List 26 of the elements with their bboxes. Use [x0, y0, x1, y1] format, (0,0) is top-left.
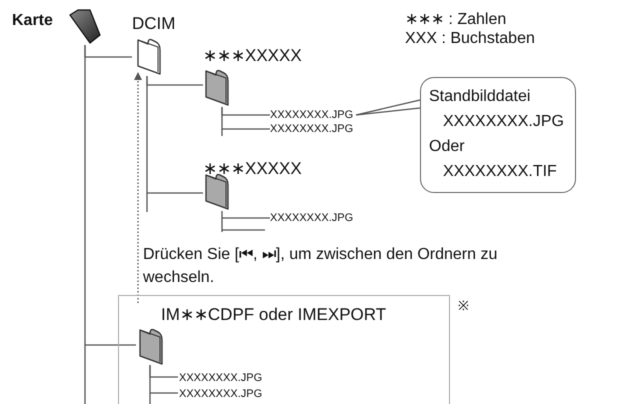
file-name: XXXXXXXX.JPG — [179, 371, 283, 385]
callout-box — [420, 77, 576, 193]
tree-line — [221, 211, 270, 219]
callout-text: XXXXXXXX.JPG — [442, 112, 565, 132]
callout-text: XXXXXXXX.TIF — [442, 162, 558, 182]
folder-name: IM∗∗CDPF oder IMEXPORT — [161, 304, 386, 325]
key-text: ∗∗∗ : Zahlen — [405, 10, 506, 30]
file-name: XXXXXXXX.JPG — [270, 211, 356, 225]
callout-tail — [356, 99, 420, 116]
tree-line — [84, 45, 136, 346]
node-label: Karte — [12, 12, 53, 30]
folder-name: ∗∗∗XXXXX — [203, 45, 302, 66]
note-mark: ※ — [458, 297, 469, 314]
tree-line — [146, 76, 203, 194]
file-name: XXXXXXXX.JPG — [179, 387, 283, 401]
folder-name: DCIM — [132, 14, 176, 34]
file-name: XXXXXXXX.JPG — [270, 108, 356, 122]
callout-text: Oder — [429, 137, 466, 157]
arrow — [134, 72, 142, 303]
folder-name: ∗∗∗XXXXX — [203, 158, 302, 179]
tree-line — [221, 107, 270, 130]
tree-line — [149, 365, 178, 394]
key-text: XXX : Buchstaben — [405, 29, 535, 49]
callout-text: Standbilddatei — [429, 87, 532, 107]
instruction-text: Drücken Sie [⏮, ⏭], um zwischen den Ordnern zu wechseln. — [143, 245, 498, 288]
file-name: XXXXXXXX.JPG — [270, 122, 356, 136]
